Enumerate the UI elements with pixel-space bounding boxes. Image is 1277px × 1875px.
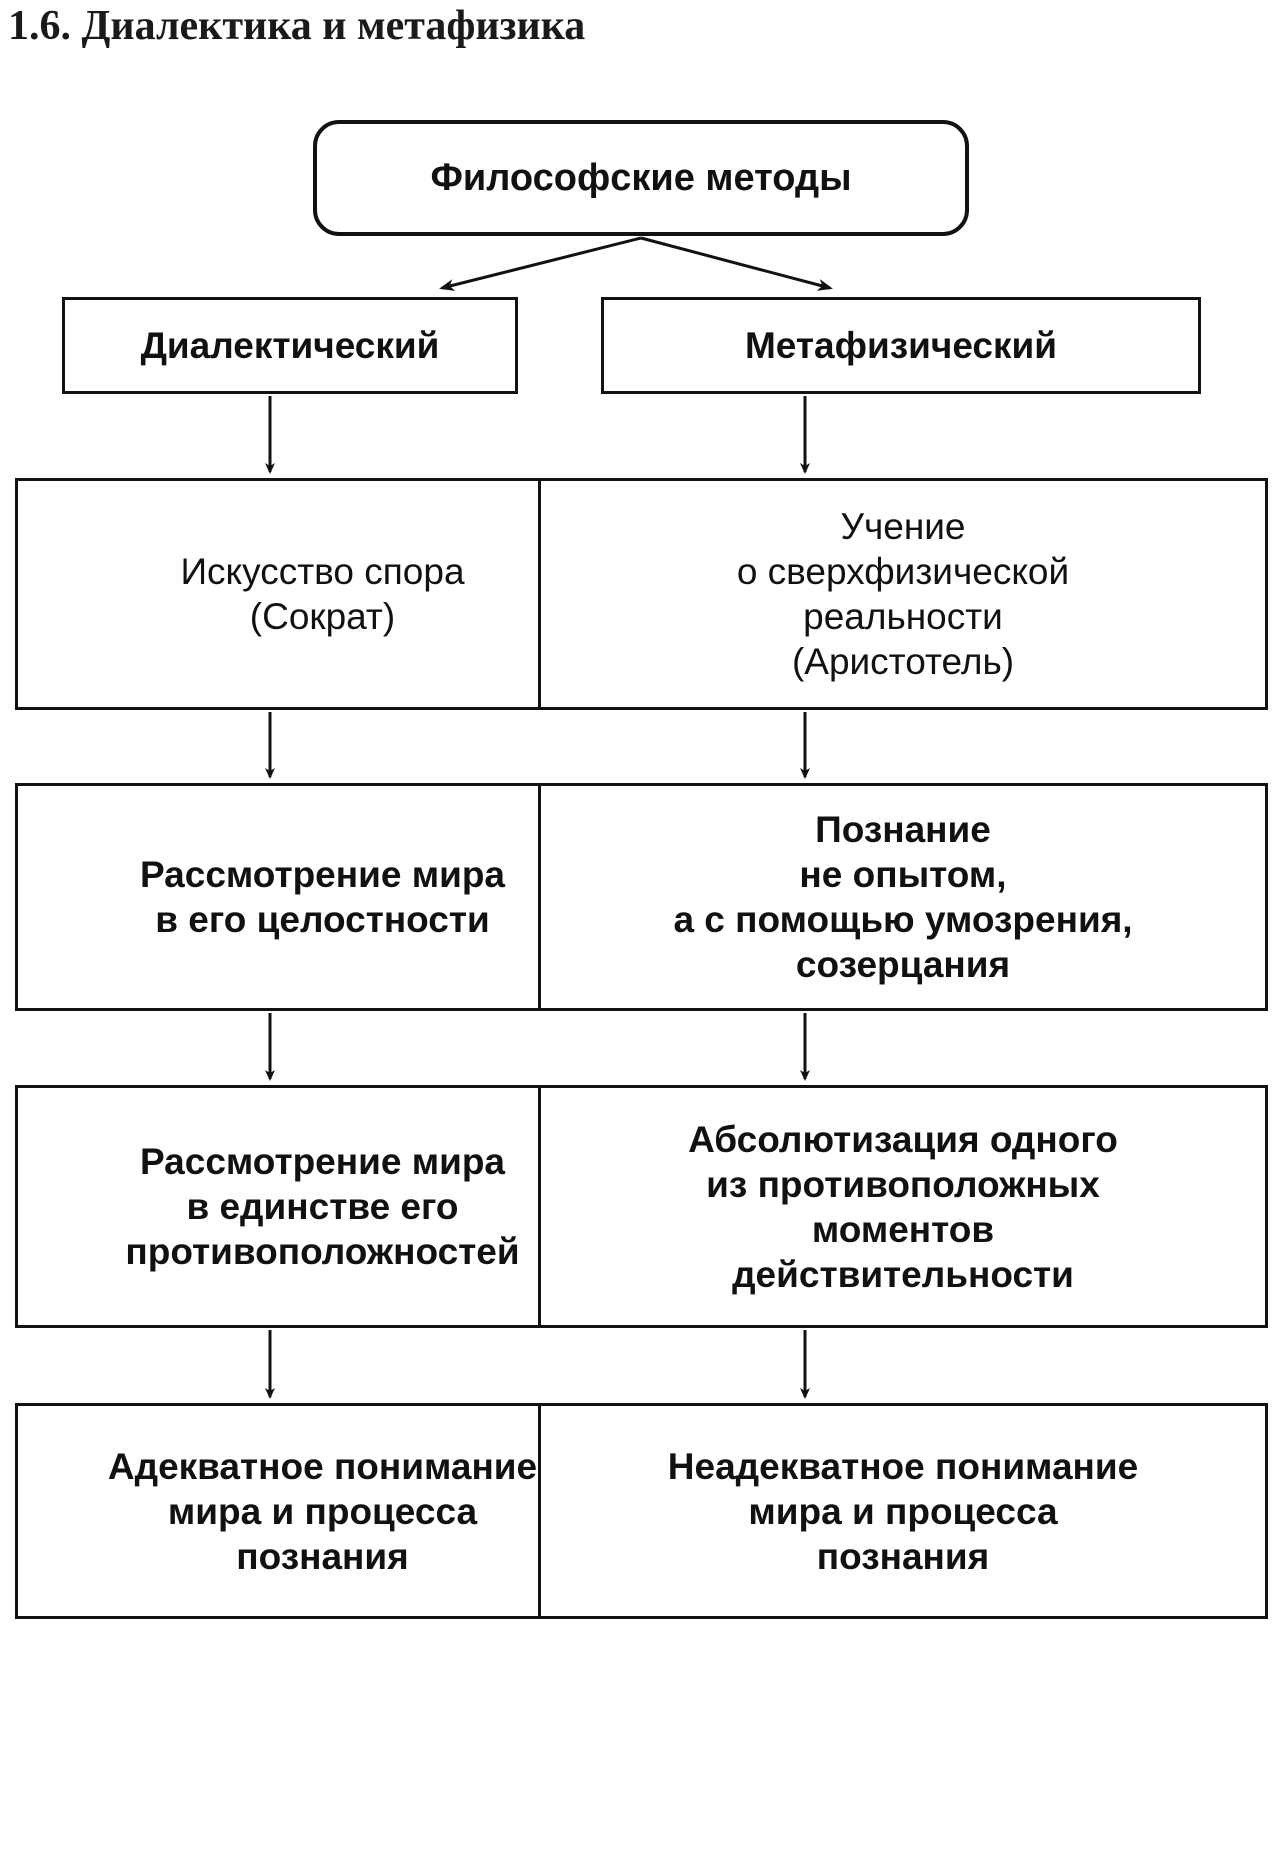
node-dialectic-step-3[interactable]: Рассмотрение мира в единстве его противо… [15, 1085, 630, 1328]
node-label: Абсолютизация одного из противоположных … [688, 1118, 1118, 1295]
node-metaphysic-step-2[interactable]: Познание не опытом, а с помощью умозрени… [538, 783, 1268, 1011]
node-label: Искусство спора (Сократ) [180, 551, 465, 637]
node-dialectic-step-4[interactable]: Адекватное понимание мира и процесса поз… [15, 1403, 630, 1619]
node-label: Метафизический [744, 324, 1058, 366]
node-metaphysic-step-1[interactable]: Учение о сверхфизической реальности (Ари… [538, 478, 1268, 710]
node-metaphysic-step-4[interactable]: Неадекватное понимание мира и процесса п… [538, 1403, 1268, 1619]
node-label: Рассмотрение мира в единстве его противо… [125, 1141, 520, 1272]
node-label: Рассмотрение мира в его целостности [139, 854, 506, 940]
node-dialectical-method[interactable]: Диалектический [62, 297, 518, 394]
node-metaphysic-step-3[interactable]: Абсолютизация одного из противоположных … [538, 1085, 1268, 1328]
node-label: Адекватное понимание мира и процесса поз… [107, 1445, 538, 1577]
node-label: Познание не опытом, а с помощью умозрени… [673, 809, 1133, 985]
node-dialectic-step-1[interactable]: Искусство спора (Сократ) [15, 478, 630, 710]
node-label: Философские методы [430, 157, 852, 199]
node-metaphysical-method[interactable]: Метафизический [601, 297, 1201, 394]
node-label: Неадекватное понимание мира и процесса п… [667, 1445, 1139, 1577]
node-label: Диалектический [140, 324, 440, 366]
node-philosophical-methods[interactable]: Философские методы [313, 120, 969, 236]
node-label: Учение о сверхфизической реальности (Ари… [736, 506, 1070, 682]
page-title: 1.6. Диалектика и метафизика [8, 3, 586, 49]
node-dialectic-step-2[interactable]: Рассмотрение мира в его целостности [15, 783, 630, 1011]
connector-root-split [439, 236, 833, 291]
